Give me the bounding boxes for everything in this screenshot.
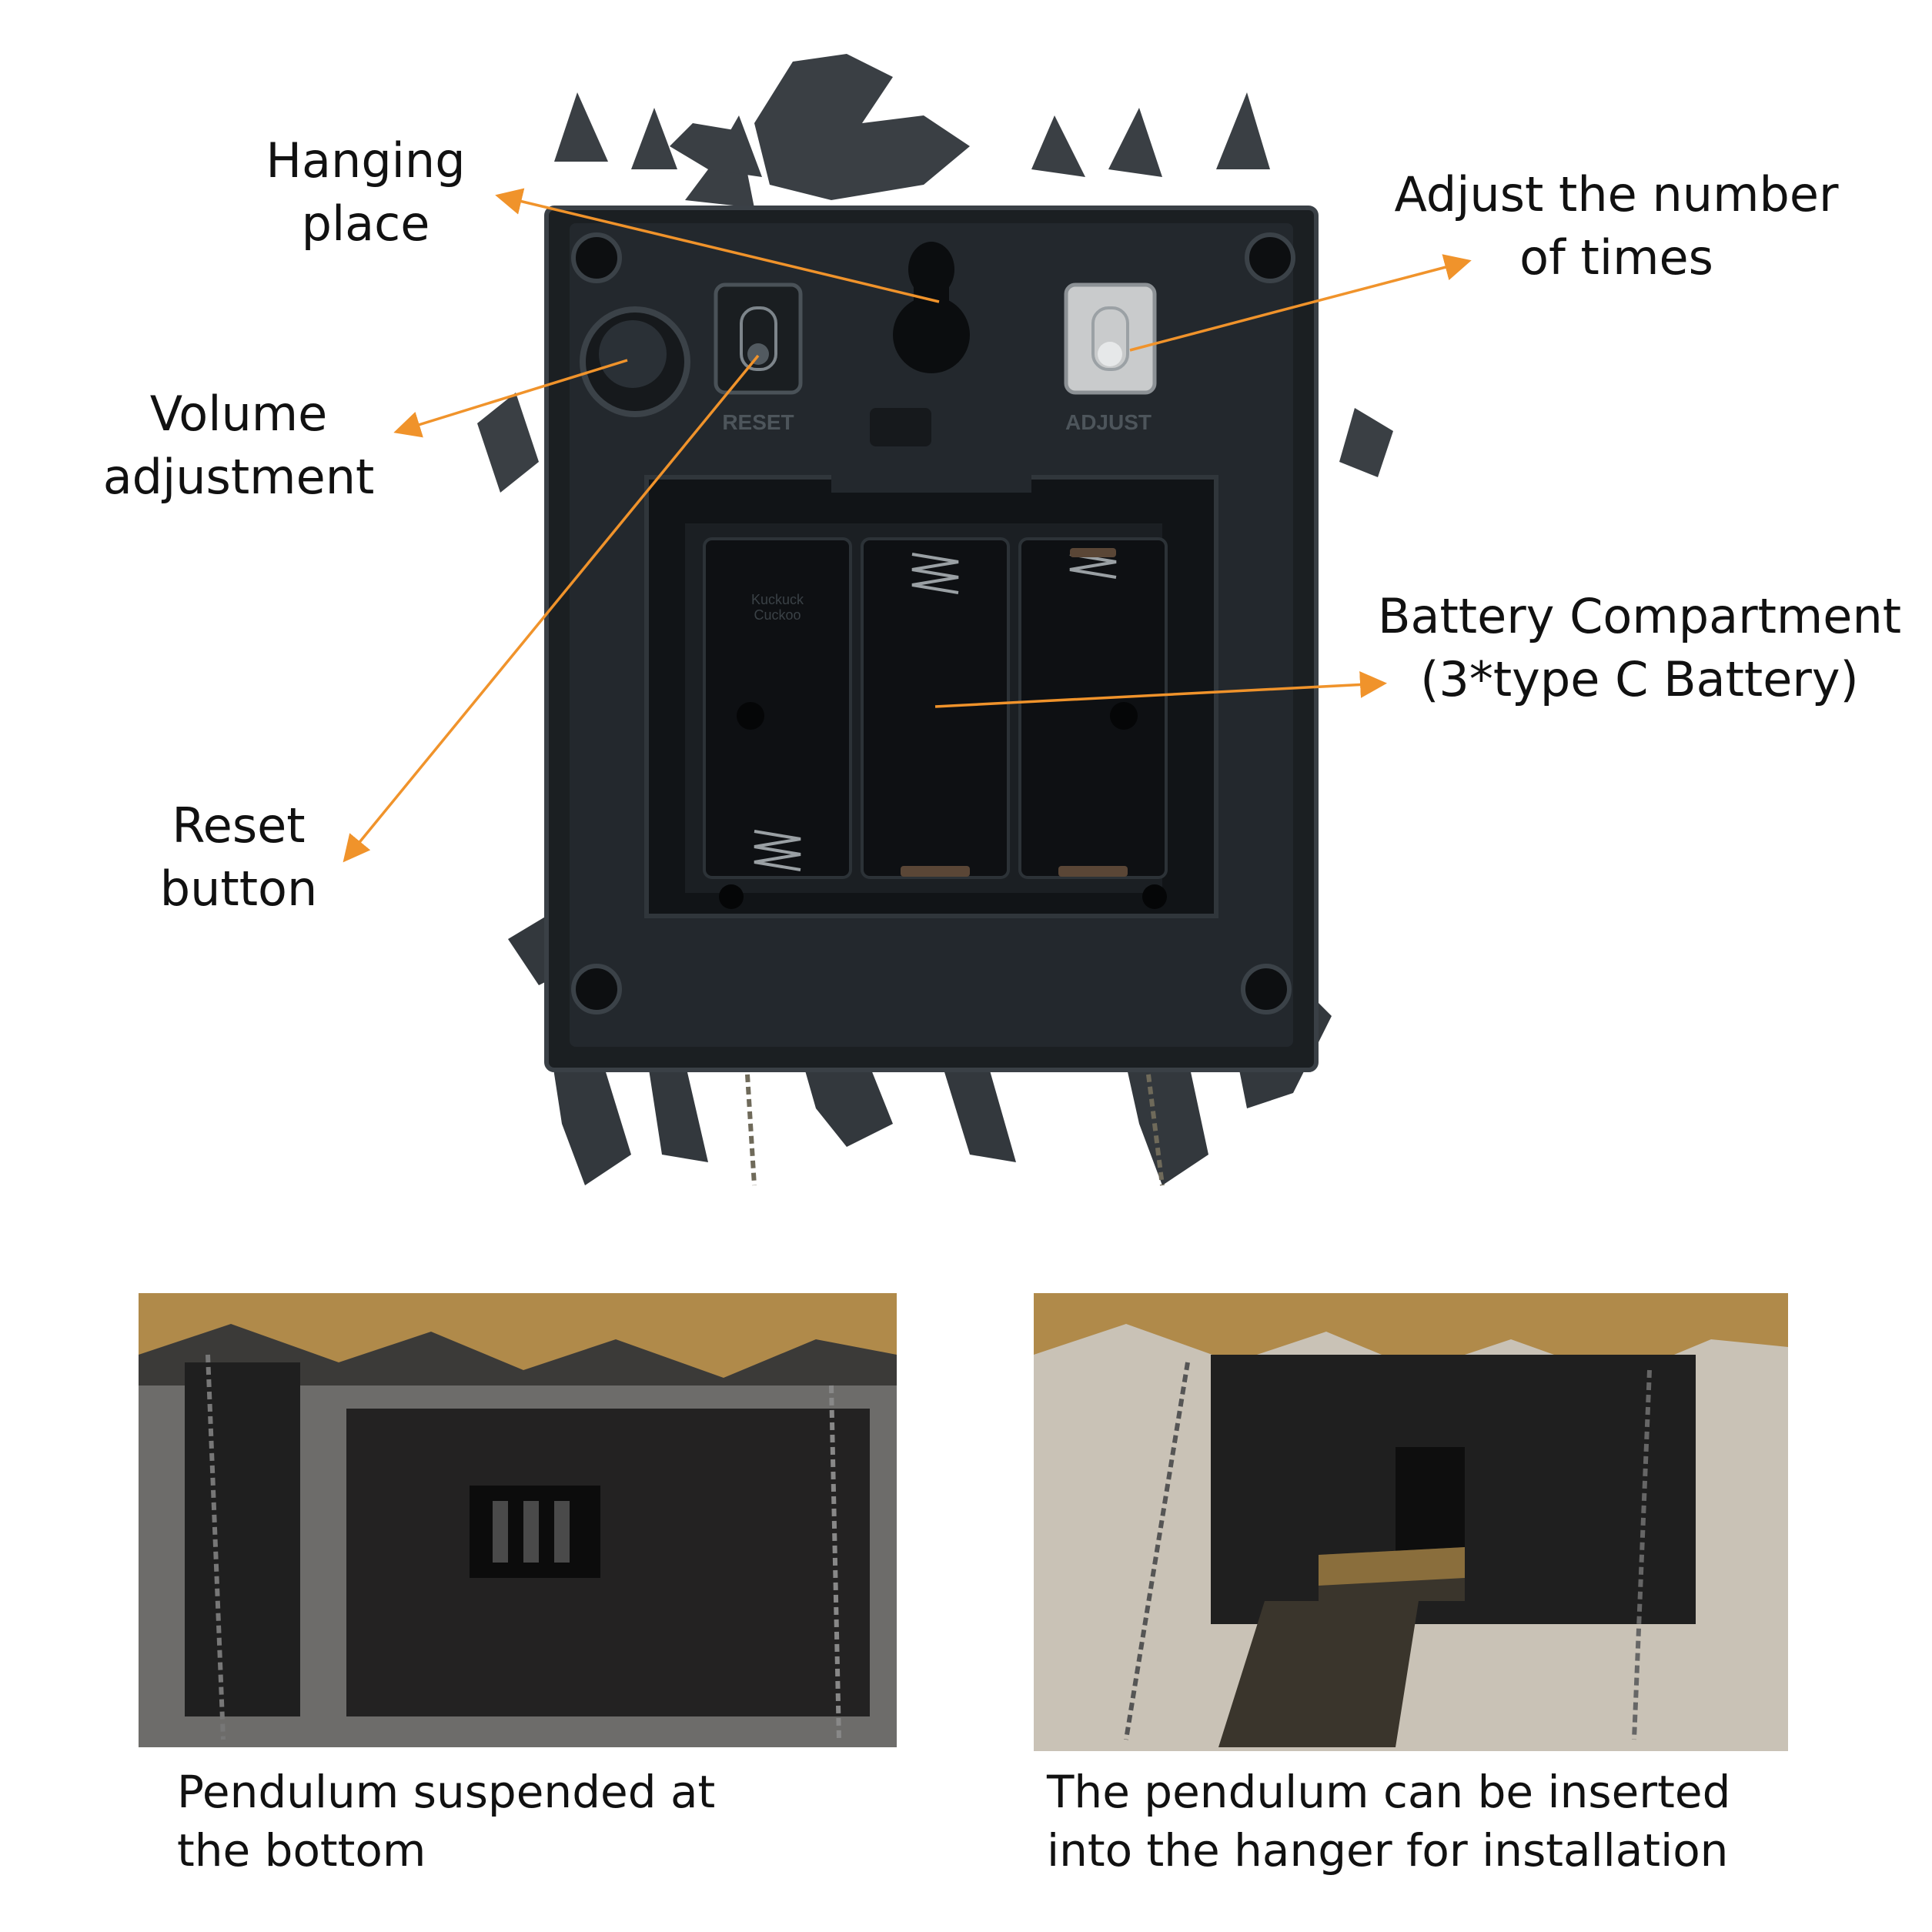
battery-compartment: Kuckuck Cuckoo: [644, 408, 1218, 918]
adjust-marking: ADJUST: [1065, 410, 1152, 434]
corner-screws: [571, 232, 1295, 1014]
label-reset-button: Reset button: [159, 797, 318, 917]
battery-slots: [703, 537, 1168, 879]
carved-top-decoration: [477, 54, 1393, 493]
chains: [744, 1061, 1165, 1186]
caption-right: The pendulum can be inserted into the ha…: [1047, 1766, 1731, 1877]
arrow-adjust-times: [1129, 254, 1472, 352]
hanging-keyhole: [893, 242, 970, 373]
clock-back-svg: RESET ADJUST: [477, 54, 1393, 1186]
label-volume: Volume adjustment: [102, 386, 375, 505]
label-hanging-place: Hanging place: [266, 132, 466, 252]
caption-left: Pendulum suspended at the bottom: [177, 1766, 716, 1877]
photo-left-svg: [139, 1293, 897, 1747]
label-adjust-times: Adjust the number of times: [1394, 166, 1839, 286]
arrow-battery: [934, 670, 1387, 708]
volume-knob: [580, 306, 690, 417]
photo-pendulum-suspended: [139, 1293, 897, 1747]
arrow-reset-button: [343, 354, 760, 863]
battery-contacts: [901, 548, 1128, 877]
adjust-switch: [1064, 282, 1157, 395]
reset-marking: RESET: [722, 410, 794, 434]
battery-screw-holes: [719, 702, 1167, 909]
reset-switch: [714, 282, 803, 395]
label-battery: Battery Compartment (3*type C Battery): [1377, 588, 1902, 707]
arrow-hanging-place: [495, 188, 940, 303]
photo-pendulum-inserted: [1034, 1293, 1788, 1751]
arrow-volume: [393, 359, 628, 438]
battery-brand-line-1: Kuckuck: [751, 592, 804, 607]
photo-right-svg: [1034, 1293, 1788, 1751]
battery-springs: [754, 553, 1117, 871]
clock-back-illustration: RESET ADJUST: [431, 31, 1432, 1216]
battery-brand-line-2: Cuckoo: [754, 607, 801, 623]
